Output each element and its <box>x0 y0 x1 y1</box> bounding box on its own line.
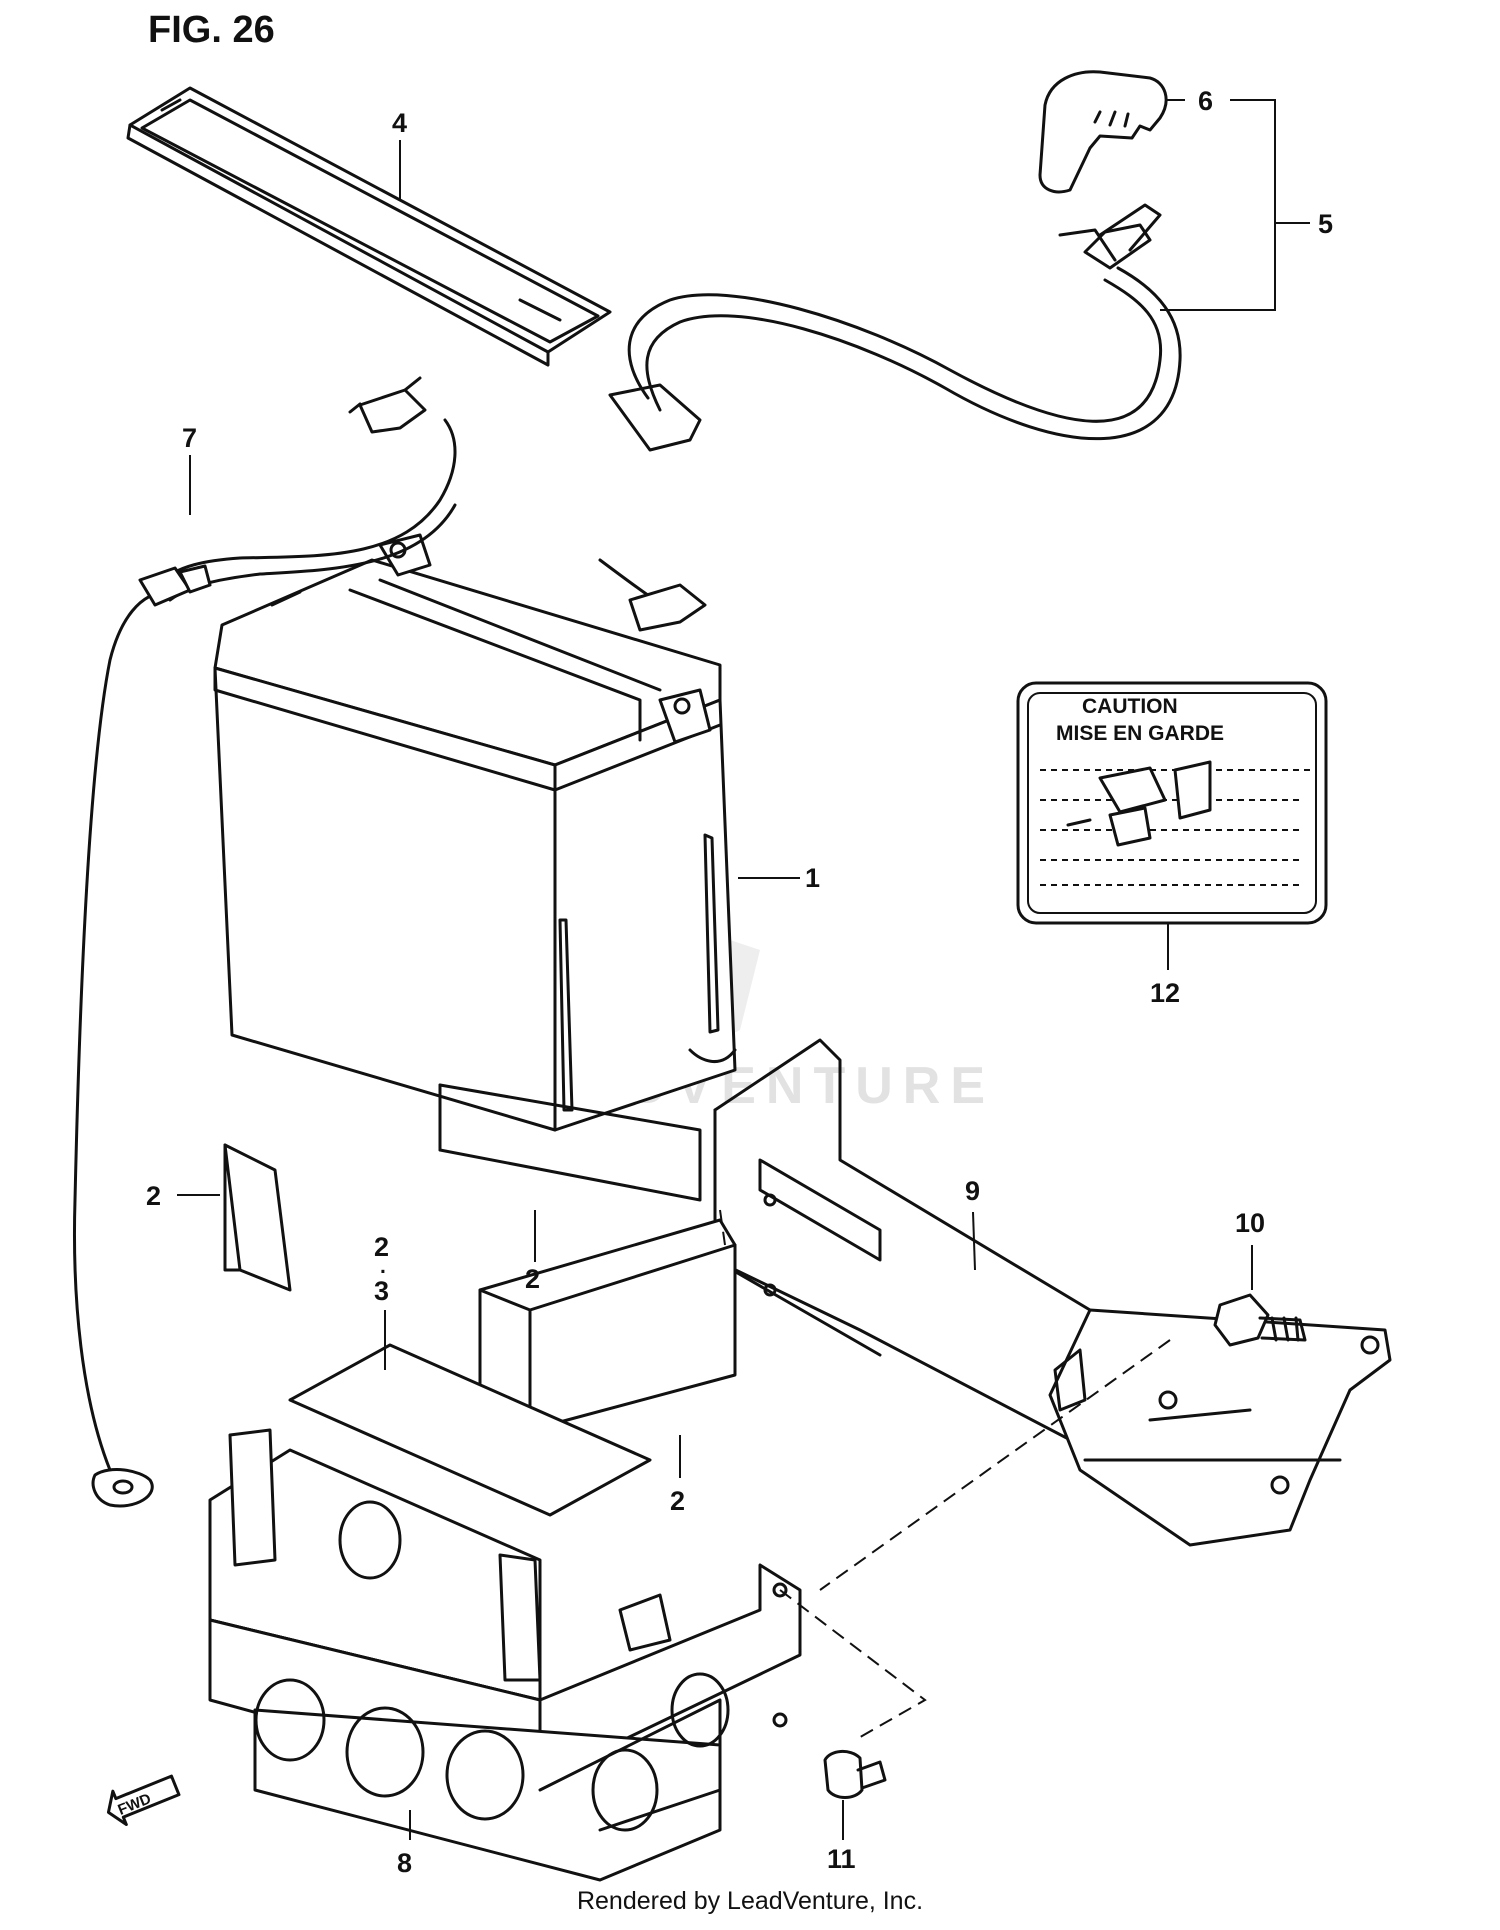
screw[interactable] <box>823 1750 887 1799</box>
callout-2c: 2 <box>374 1232 389 1262</box>
callout-11: 11 <box>827 1844 856 1874</box>
callout-5: 5 <box>1318 209 1333 239</box>
terminal-cover[interactable] <box>1038 70 1168 194</box>
callout-5-6-leaders <box>1160 99 1310 311</box>
callout-1: 1 <box>805 863 820 893</box>
assembly-line-1 <box>819 1339 1171 1591</box>
assembly-line-3 <box>719 1209 726 1246</box>
pad-front[interactable] <box>478 1218 737 1432</box>
callout-separator: . <box>380 1255 386 1278</box>
callout-9: 9 <box>965 1176 980 1206</box>
battery-strap[interactable] <box>126 86 612 367</box>
assembly-line-2 <box>779 1589 927 1741</box>
callout-4: 4 <box>392 108 407 138</box>
callout-12: 12 <box>1150 978 1180 1008</box>
pad-bottom[interactable] <box>288 1343 652 1517</box>
callout-3: 3 <box>374 1276 389 1306</box>
callout-2d: 2 <box>670 1486 685 1516</box>
fwd-arrow-icon: FWD <box>106 1774 181 1827</box>
figure-title: FIG. 26 <box>148 9 275 51</box>
battery-holder[interactable] <box>208 1428 802 1882</box>
battery-cable[interactable] <box>608 203 1182 452</box>
callout-9-leader <box>972 1211 976 1271</box>
callout-8: 8 <box>397 1848 412 1878</box>
bolt[interactable] <box>1213 1293 1307 1347</box>
callout-7: 7 <box>182 423 197 453</box>
battery[interactable] <box>213 533 737 1132</box>
pad-left[interactable] <box>223 1143 292 1292</box>
callout-2b: 2 <box>525 1264 540 1294</box>
credit-line: Rendered by LeadVenture, Inc. <box>576 1887 924 1915</box>
callout-6: 6 <box>1198 86 1213 116</box>
caution-label-line2: MISE EN GARDE <box>1056 722 1224 745</box>
battery-bracket[interactable] <box>713 1038 1392 1547</box>
callout-2a: 2 <box>146 1181 161 1211</box>
caution-label-line1: CAUTION <box>1082 695 1178 718</box>
pad-center[interactable] <box>438 1083 702 1202</box>
caution-label[interactable]: CAUTION MISE EN GARDE <box>1016 681 1328 925</box>
fwd-label: FWD <box>115 1790 153 1819</box>
callout-10: 10 <box>1235 1208 1265 1238</box>
battery-lead[interactable] <box>72 376 707 1508</box>
